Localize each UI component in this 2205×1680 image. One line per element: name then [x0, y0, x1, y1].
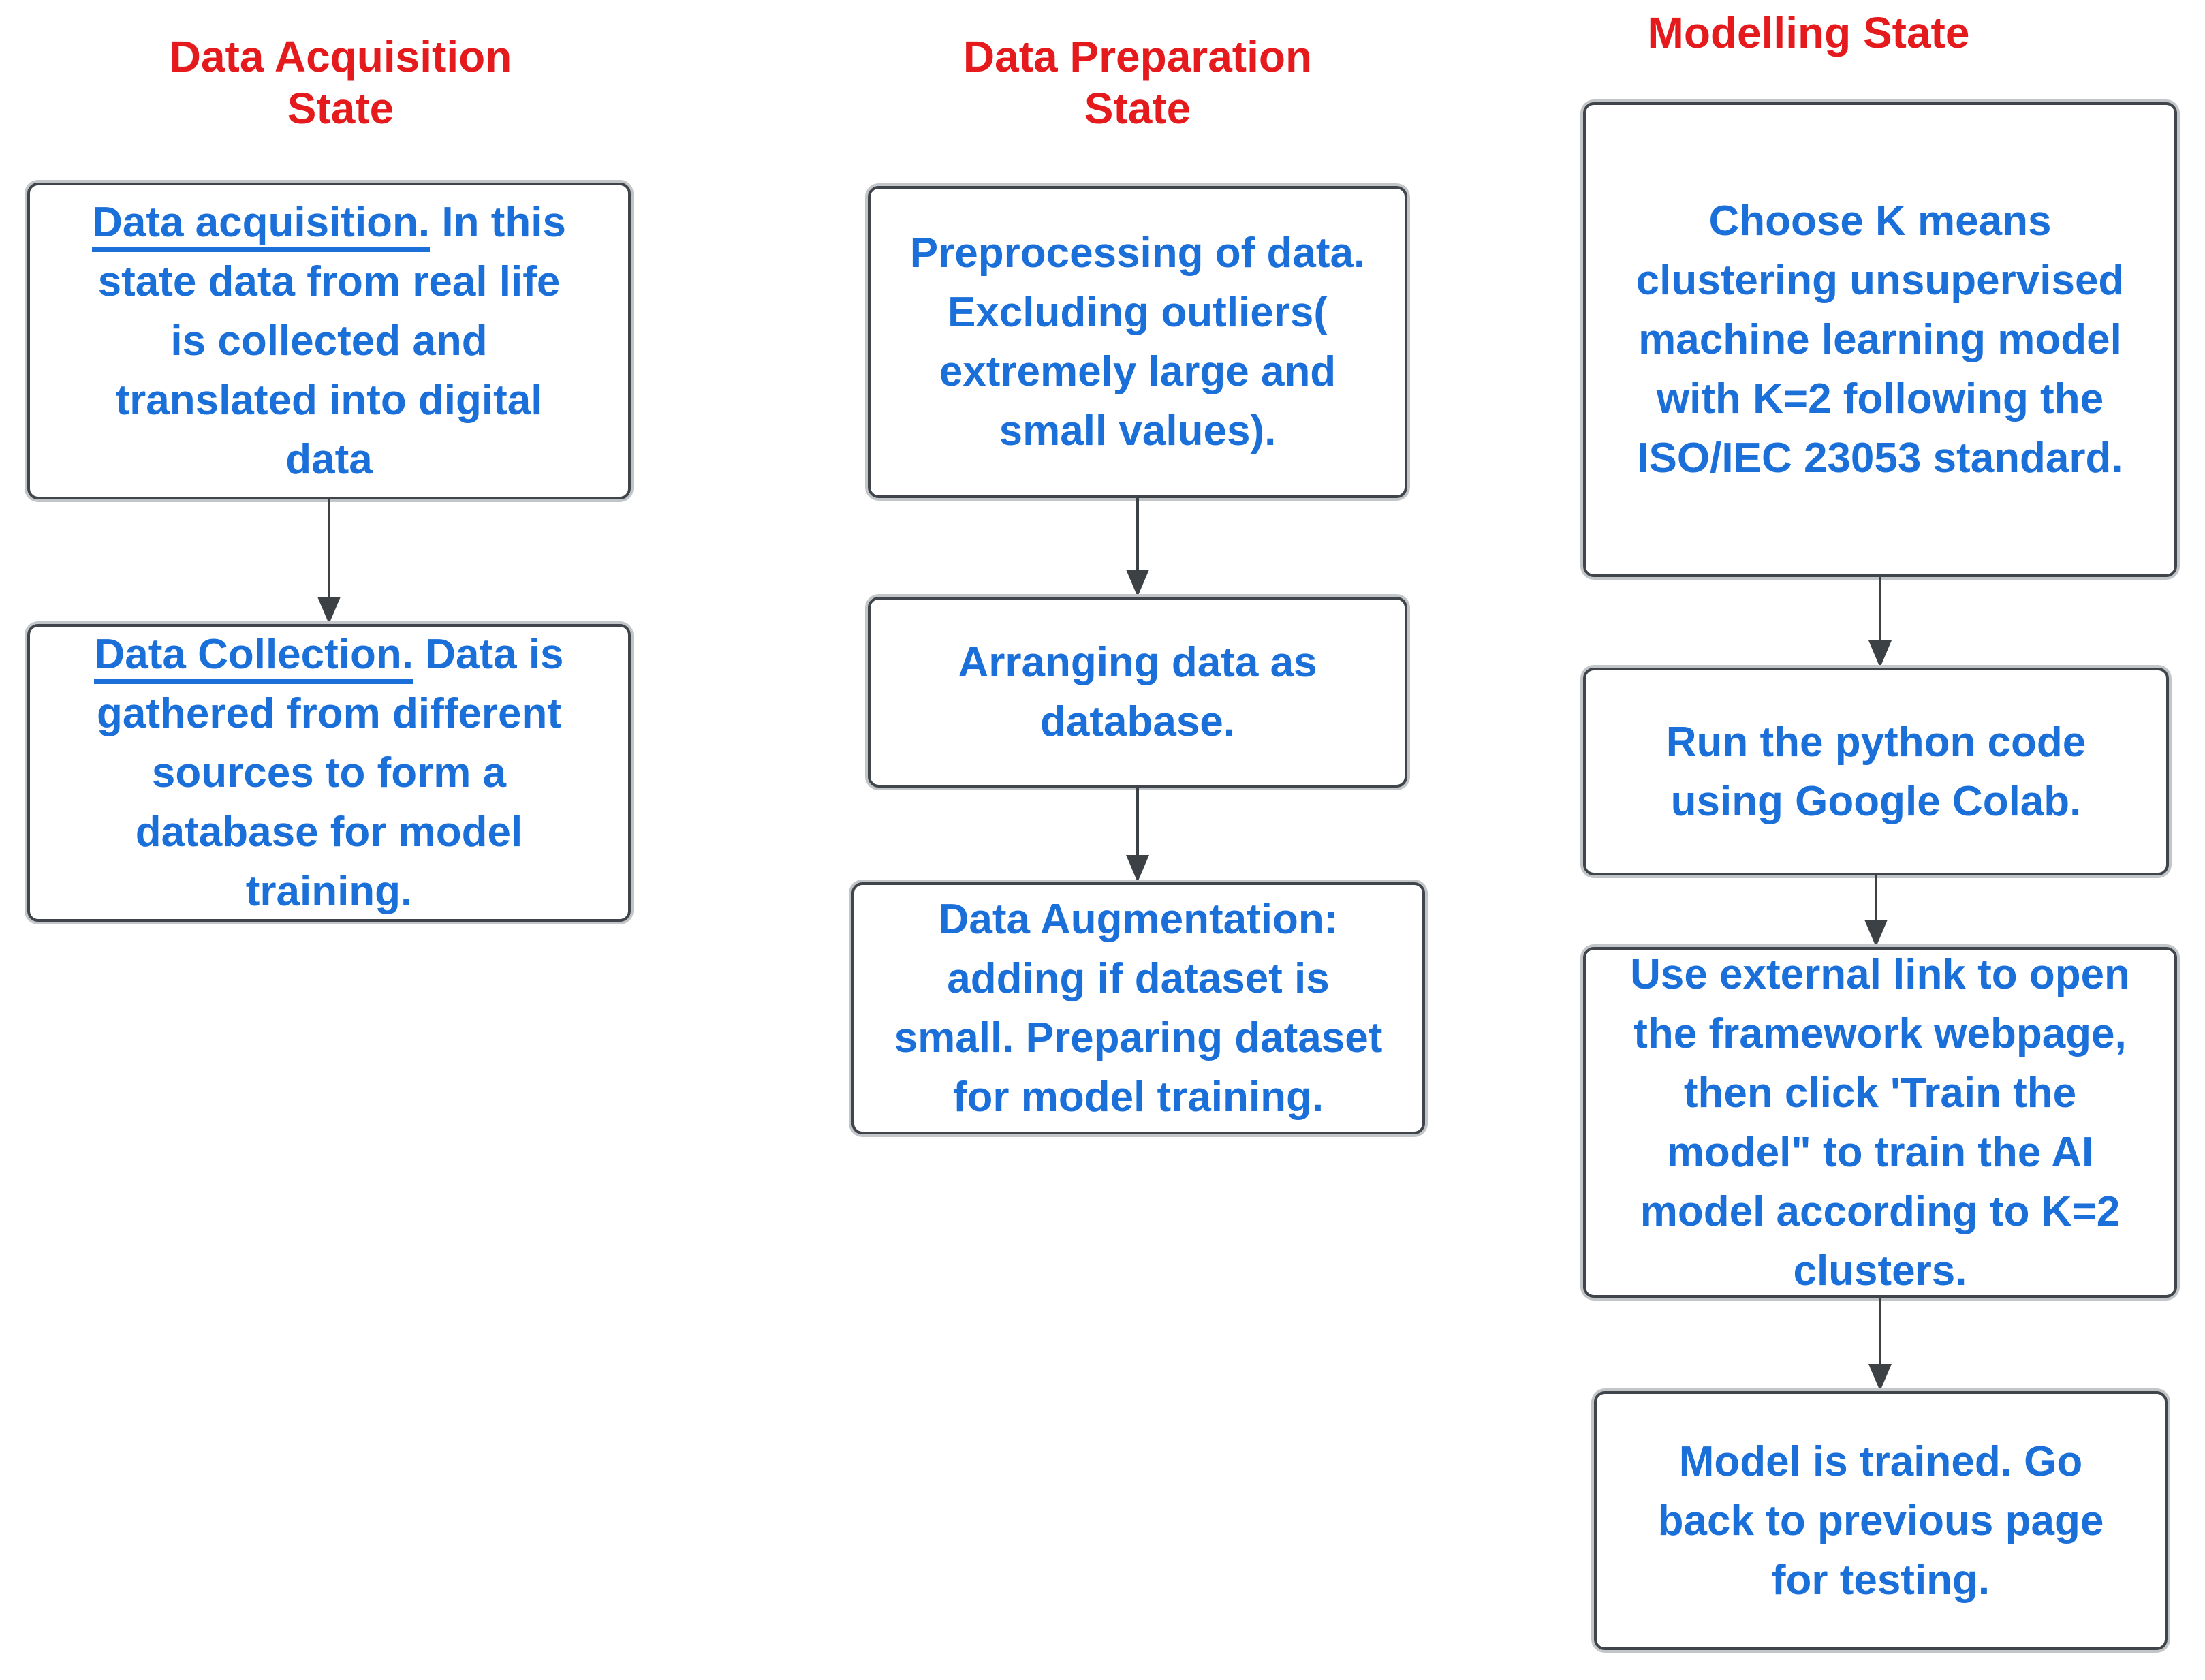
process-box-text: Data acquisition. In this state data fro…	[92, 193, 566, 489]
arrow-line	[1875, 875, 1877, 920]
connector-arrow-down-3	[1126, 788, 1149, 882]
process-box-choose-kmeans: Choose K means clustering unsupervised m…	[1583, 102, 2177, 577]
process-box-text: Data Augmentation: adding if dataset is …	[894, 896, 1383, 1121]
process-box-text: Choose K means clustering unsupervised m…	[1636, 198, 2125, 482]
arrow-head-icon	[1126, 570, 1149, 597]
column-heading-data-preparation: Data Preparation State	[963, 32, 1313, 133]
arrow-head-icon	[317, 597, 341, 624]
process-box-data-augmentation: Data Augmentation: adding if dataset is …	[851, 882, 1425, 1134]
process-box-arranging-database: Arranging data as database.	[868, 597, 1407, 788]
arrow-line	[1879, 1298, 1881, 1364]
process-box-external-link-train: Use external link to open the framework …	[1583, 947, 2177, 1298]
arrow-line	[1879, 577, 1881, 640]
connector-arrow-down-4	[1868, 577, 1892, 668]
box-lead-underlined-text: Data acquisition.	[92, 199, 431, 252]
arrow-head-icon	[1868, 1364, 1892, 1391]
process-box-text: Use external link to open the framework …	[1630, 950, 2130, 1294]
process-box-text: Arranging data as database.	[958, 639, 1317, 745]
connector-arrow-down-6	[1868, 1298, 1892, 1391]
process-box-text: Data Collection. Data is gathered from d…	[94, 625, 564, 921]
arrow-head-icon	[1864, 920, 1888, 947]
arrow-line	[328, 499, 330, 597]
process-box-preprocessing: Preprocessing of data. Excluding outlier…	[868, 186, 1407, 498]
arrow-line	[1136, 788, 1139, 855]
process-box-model-trained: Model is trained. Go back to previous pa…	[1594, 1391, 2168, 1650]
process-box-run-python-colab: Run the python code using Google Colab.	[1583, 668, 2169, 875]
connector-arrow-down-2	[1126, 498, 1149, 597]
box-body-text: In this state data from real life is col…	[97, 199, 566, 483]
process-box-text: Preprocessing of data. Excluding outlier…	[909, 230, 1366, 454]
process-box-text: Model is trained. Go back to previous pa…	[1657, 1437, 2104, 1604]
process-box-text: Run the python code using Google Colab.	[1666, 718, 2086, 825]
arrow-head-icon	[1126, 855, 1149, 882]
column-heading-modelling: Modelling State	[1647, 8, 1970, 57]
column-heading-data-acquisition: Data Acquisition State	[169, 32, 512, 133]
connector-arrow-down-1	[317, 499, 341, 624]
connector-arrow-down-5	[1864, 875, 1888, 947]
box-lead-underlined-text: Data Collection.	[94, 631, 413, 684]
box-body-text: Data is gathered from different sources …	[96, 631, 564, 915]
process-box-data-collection: Data Collection. Data is gathered from d…	[27, 624, 631, 922]
process-box-data-acquisition: Data acquisition. In this state data fro…	[27, 183, 631, 499]
arrow-line	[1136, 498, 1139, 570]
arrow-head-icon	[1868, 640, 1892, 668]
